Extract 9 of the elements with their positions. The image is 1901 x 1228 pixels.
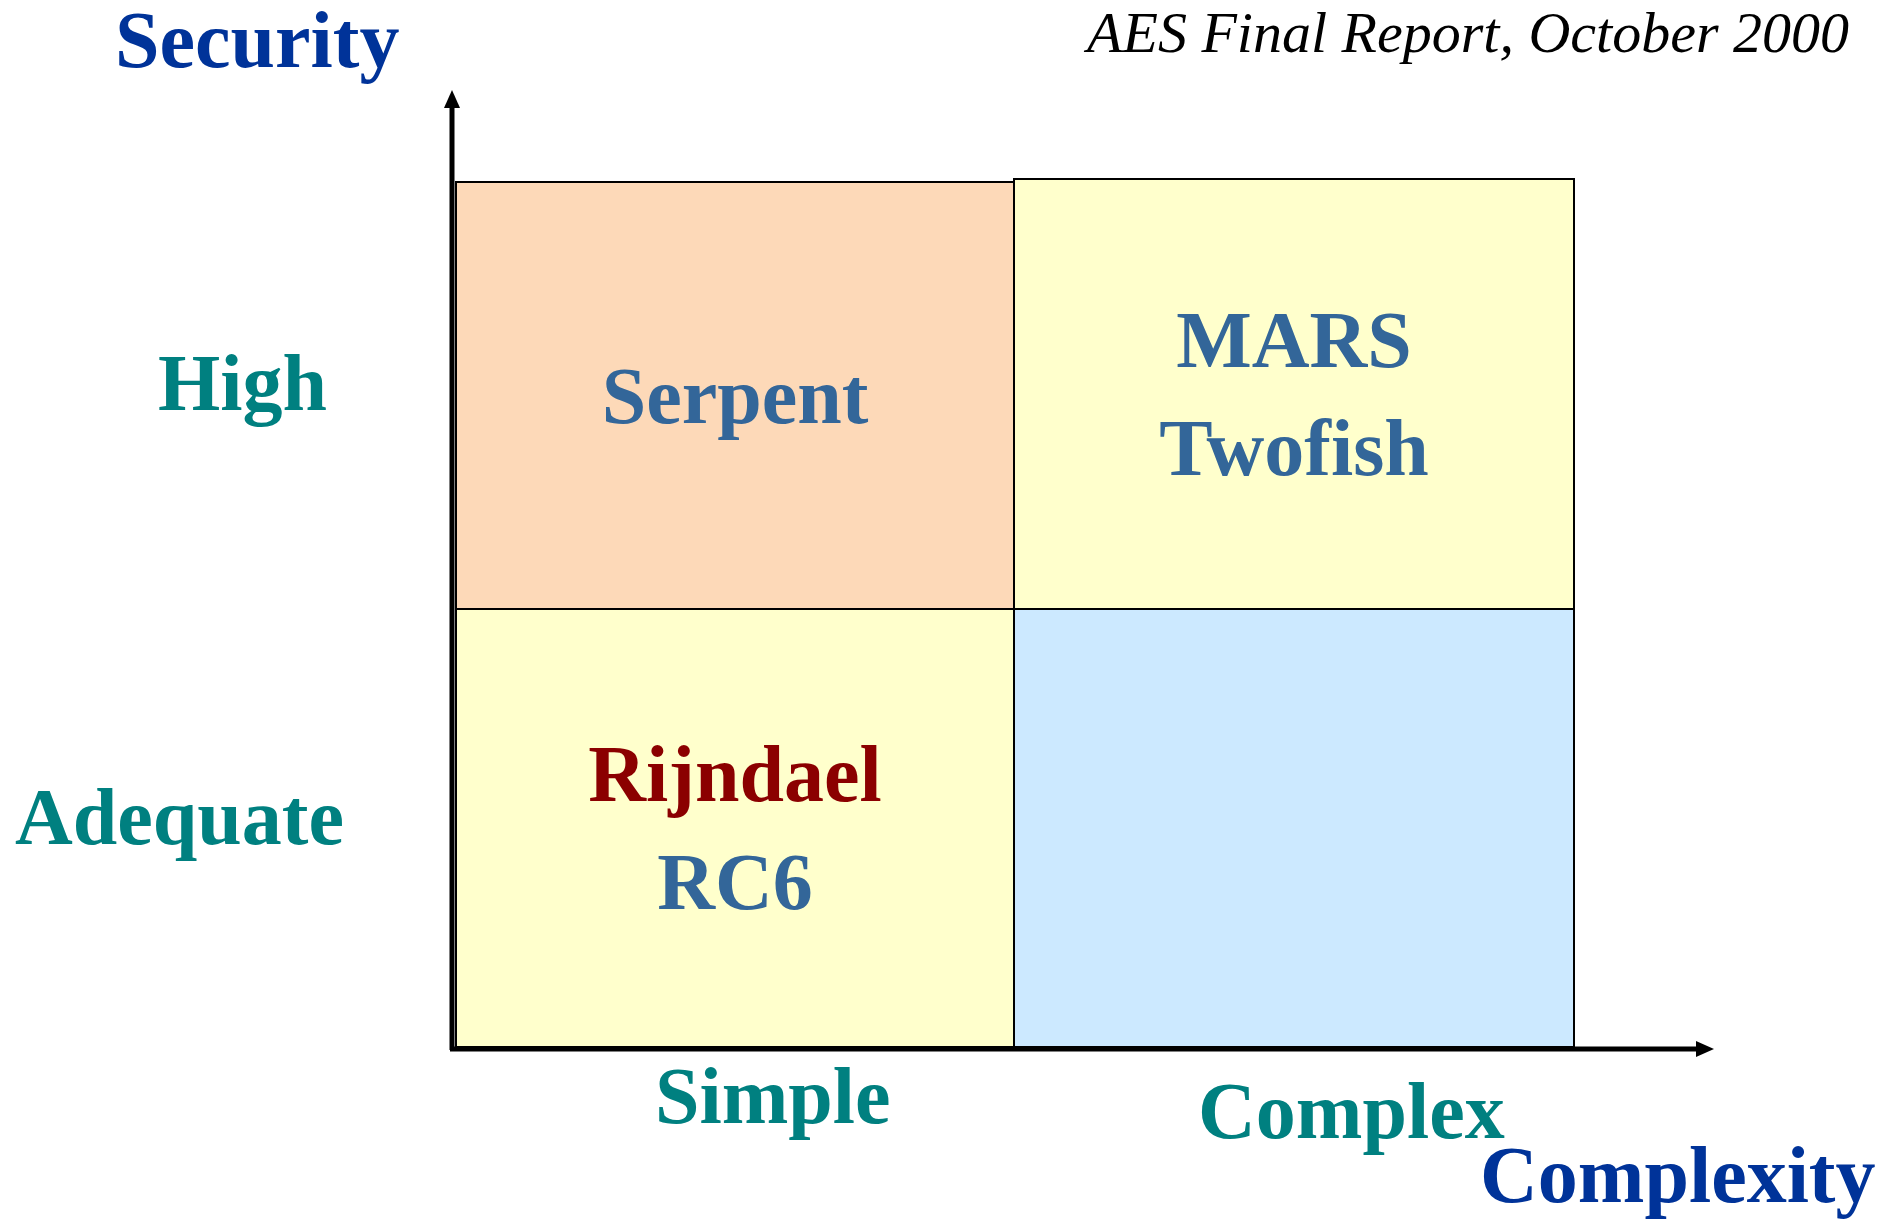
algorithm-name: Serpent (601, 350, 869, 442)
algorithm-name: RC6 (657, 837, 813, 928)
quadrant-box (1013, 178, 1575, 610)
algorithm-name: Twofish (1159, 403, 1429, 494)
algorithm-name: MARS (1176, 295, 1412, 386)
quadrant-box (1013, 608, 1575, 1048)
algorithm-name: Rijndael (588, 729, 882, 820)
quadrant-box (455, 181, 1015, 610)
quadrant-box (455, 608, 1015, 1048)
